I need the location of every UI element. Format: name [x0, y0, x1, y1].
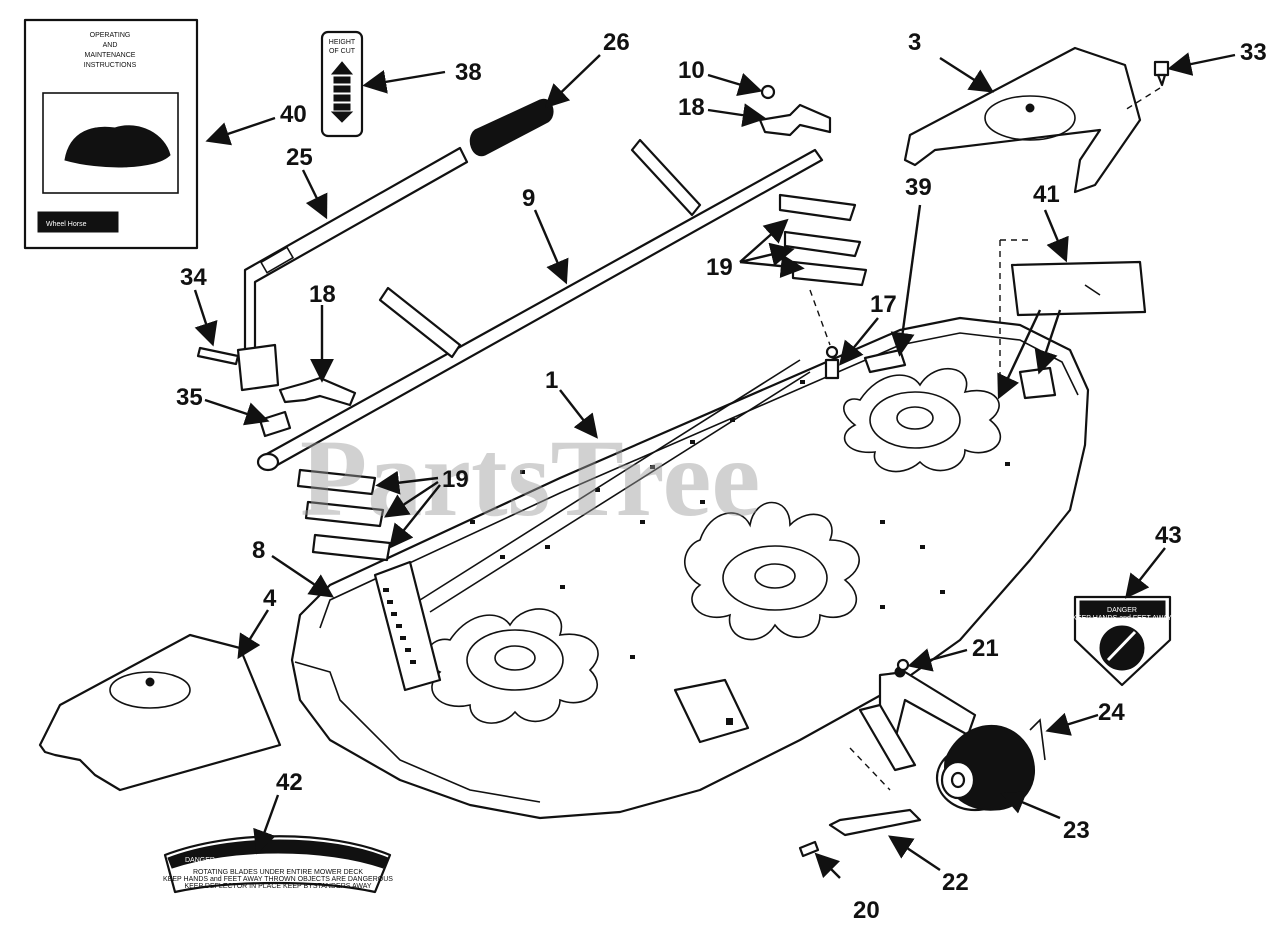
- belt-cover-right[interactable]: [903, 46, 1142, 194]
- callout-1: 1: [545, 367, 558, 394]
- callout-22: 22: [942, 869, 969, 896]
- height-decal-line1: HEIGHT: [329, 39, 356, 46]
- manual-brand: Wheel Horse: [46, 221, 87, 228]
- keep-hands-decal[interactable]: DANGER KEEP HANDS and FEET AWAY: [1072, 595, 1172, 687]
- lift-handle[interactable]: [236, 146, 469, 392]
- height-of-cut-decal[interactable]: HEIGHT OF CUT: [320, 30, 364, 138]
- callout-33: 33: [1240, 39, 1267, 66]
- mower-deck[interactable]: [290, 316, 1090, 820]
- warning-decal-line1: KEEP HANDS and FEET AWAY: [1072, 615, 1172, 622]
- cotter-pin[interactable]: [1029, 718, 1046, 761]
- callout-42: 42: [276, 769, 303, 796]
- danger-decal-line1: ROTATING BLADES UNDER ENTIRE MOWER DECK: [193, 869, 363, 876]
- callout-19-upper: 19: [706, 254, 733, 281]
- belt-cover-left[interactable]: [38, 633, 282, 792]
- callout-21: 21: [972, 635, 999, 662]
- callout-17: 17: [870, 291, 897, 318]
- manual-title-4: INSTRUCTIONS: [84, 62, 137, 69]
- danger-decal-title: DANGER: [185, 857, 215, 864]
- callout-10: 10: [678, 57, 705, 84]
- manual-title-3: MAINTENANCE: [85, 52, 136, 59]
- wheel-axle[interactable]: [828, 747, 922, 837]
- callout-3: 3: [908, 29, 921, 56]
- watermark: PartsTree: [300, 417, 760, 539]
- bracket-right[interactable]: [758, 103, 832, 137]
- callout-40: 40: [280, 101, 307, 128]
- decal-blank[interactable]: [1010, 260, 1147, 317]
- danger-decal-line3: KEEP DEFLECTOR IN PLACE KEEP BYSTANDERS …: [184, 883, 371, 890]
- nut-small[interactable]: [896, 658, 910, 672]
- callout-35: 35: [176, 384, 203, 411]
- manual-title-2: AND: [103, 42, 118, 49]
- pin[interactable]: [196, 346, 240, 366]
- clip[interactable]: [258, 410, 292, 438]
- danger-decal-line2: KEEP HANDS and FEET AWAY THROWN OBJECTS …: [163, 876, 393, 883]
- handle-grip[interactable]: [469, 98, 554, 157]
- bolt[interactable]: [809, 289, 840, 380]
- manual-title-1: OPERATING: [90, 32, 131, 39]
- warning-decal-title: DANGER: [1107, 607, 1137, 614]
- callout-20: 20: [853, 897, 880, 924]
- callout-24: 24: [1098, 699, 1125, 726]
- bracket-left[interactable]: [278, 376, 357, 407]
- callout-39: 39: [905, 174, 932, 201]
- callout-numbers: 1 3 4 8 9 10 17 18 18 19 19 20 21 22 23 …: [176, 29, 1267, 924]
- lift-rod[interactable]: [256, 138, 824, 472]
- callout-4: 4: [263, 585, 277, 612]
- callout-41: 41: [1033, 181, 1060, 208]
- callout-9: 9: [522, 185, 535, 212]
- bolt-small[interactable]: [798, 840, 820, 858]
- height-decal-line2: OF CUT: [329, 48, 356, 55]
- wheel-bracket[interactable]: [858, 666, 977, 772]
- callout-18-left: 18: [309, 281, 336, 308]
- callout-18-right: 18: [678, 94, 705, 121]
- callout-34: 34: [180, 264, 207, 291]
- leader-lines: [193, 52, 1236, 879]
- callout-8: 8: [252, 537, 265, 564]
- shims-upper[interactable]: [778, 193, 868, 287]
- callout-19-lower: 19: [442, 466, 469, 493]
- callout-26: 26: [603, 29, 630, 56]
- shims-lower[interactable]: [296, 468, 392, 562]
- nut[interactable]: [760, 84, 776, 100]
- callout-43: 43: [1155, 522, 1182, 549]
- callout-23: 23: [1063, 817, 1090, 844]
- deflector-hinge[interactable]: [373, 560, 442, 692]
- gauge-wheel[interactable]: [935, 724, 1036, 812]
- callout-38: 38: [455, 59, 482, 86]
- operator-manual[interactable]: OPERATING AND MAINTENANCE INSTRUCTIONS W…: [23, 18, 199, 250]
- danger-decal[interactable]: DANGER ROTATING BLADES UNDER ENTIRE MOWE…: [163, 835, 393, 894]
- callout-25: 25: [286, 144, 313, 171]
